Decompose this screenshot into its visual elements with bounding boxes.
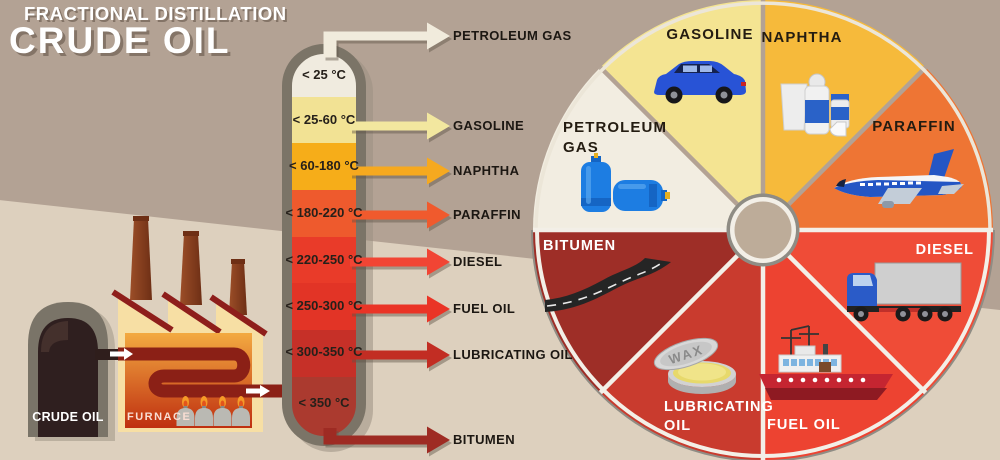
- product-label: PETROLEUM GAS: [453, 28, 572, 43]
- page-title-line2: CRUDE OIL: [9, 20, 231, 61]
- ship-icon: [759, 325, 893, 400]
- column-segment: [287, 190, 361, 237]
- product-label: LUBRICATING OIL: [453, 347, 573, 362]
- crude-oil-tank-label: CRUDE OIL: [32, 410, 104, 424]
- car-icon: [654, 61, 746, 104]
- pie-label-naphtha: NAPHTHA: [761, 29, 843, 46]
- pie-sector-fuel-oil: [763, 230, 926, 460]
- column-segment: [287, 97, 361, 143]
- burner-icon: [213, 396, 232, 426]
- distillation-column: [282, 44, 373, 452]
- flow-arrow-icon: [110, 348, 133, 360]
- chimney: [180, 233, 202, 305]
- page-title-line1: FRACTIONAL DISTILLATION: [24, 3, 287, 24]
- product-arrow: [350, 295, 450, 323]
- temp-label: < 25-60 °C: [292, 112, 356, 127]
- temp-label: < 180-220 °C: [285, 205, 363, 220]
- furnace-pipe: [118, 347, 300, 398]
- burners: [176, 396, 250, 426]
- product-arrow: [350, 201, 450, 229]
- burner-icon: [195, 396, 213, 426]
- column-segment: [287, 237, 361, 283]
- furnace-label: FURNACE: [127, 411, 192, 423]
- road-icon: [545, 258, 671, 312]
- pie-label-bitumen: BITUMEN: [543, 238, 617, 254]
- product-label: GASOLINE: [453, 118, 525, 133]
- product-arrow: [350, 248, 450, 276]
- temp-label: < 350 °C: [298, 395, 350, 410]
- product-label: BITUMEN: [453, 432, 516, 447]
- chimneys: [130, 216, 247, 315]
- product-arrow: [323, 22, 450, 50]
- column-segment: [287, 330, 361, 377]
- wax-tin-icon: WAX: [653, 337, 736, 394]
- temp-label: < 60-180 °C: [289, 158, 359, 173]
- pie-label-petroleum-gas: PETROLEUM GAS: [563, 119, 668, 156]
- pie-label-lubricating-oil: LUBRICATING OIL: [664, 399, 774, 434]
- gas-cylinders-icon: [581, 153, 670, 212]
- crude-oil-tank: [28, 302, 115, 441]
- household-containers-icon: [780, 73, 850, 137]
- pie-hub: [734, 201, 792, 259]
- chimney: [130, 218, 152, 300]
- flow-arrow-icon: [246, 385, 270, 397]
- pie-sector-gasoline: [600, 0, 763, 230]
- product-label: DIESEL: [453, 254, 503, 269]
- product-arrow: [350, 112, 450, 140]
- product-label: PARAFFIN: [453, 207, 521, 222]
- pie-label-gasoline: GASOLINE: [666, 26, 754, 43]
- temp-label: < 220-250 °C: [285, 252, 363, 267]
- product-label: NAPHTHA: [453, 163, 520, 178]
- temp-label: < 300-350 °C: [285, 344, 363, 359]
- airplane-icon: [834, 149, 964, 208]
- chimney: [229, 261, 247, 315]
- product-arrow: [350, 157, 450, 185]
- pie-sector-bitumen: [533, 230, 763, 393]
- column-segment: [287, 283, 361, 330]
- pie-label-diesel: DIESEL: [915, 242, 974, 258]
- product-arrow: [350, 341, 450, 369]
- product-arrow: [323, 426, 450, 454]
- temp-label: < 25 °C: [302, 67, 346, 82]
- roof-beam: [161, 291, 222, 335]
- burner-icon: [232, 396, 250, 426]
- pie-label-paraffin: PARAFFIN: [872, 118, 956, 135]
- roof-beam: [111, 289, 174, 333]
- truck-icon: [847, 262, 962, 322]
- burner-icon: [176, 396, 195, 426]
- temp-label: < 250-300 °C: [285, 298, 363, 313]
- column-segment: [287, 143, 361, 190]
- roof-beam: [209, 294, 268, 337]
- product-arrows: [323, 22, 450, 454]
- pie-label-fuel-oil: FUEL OIL: [767, 417, 841, 433]
- product-label: FUEL OIL: [453, 301, 516, 316]
